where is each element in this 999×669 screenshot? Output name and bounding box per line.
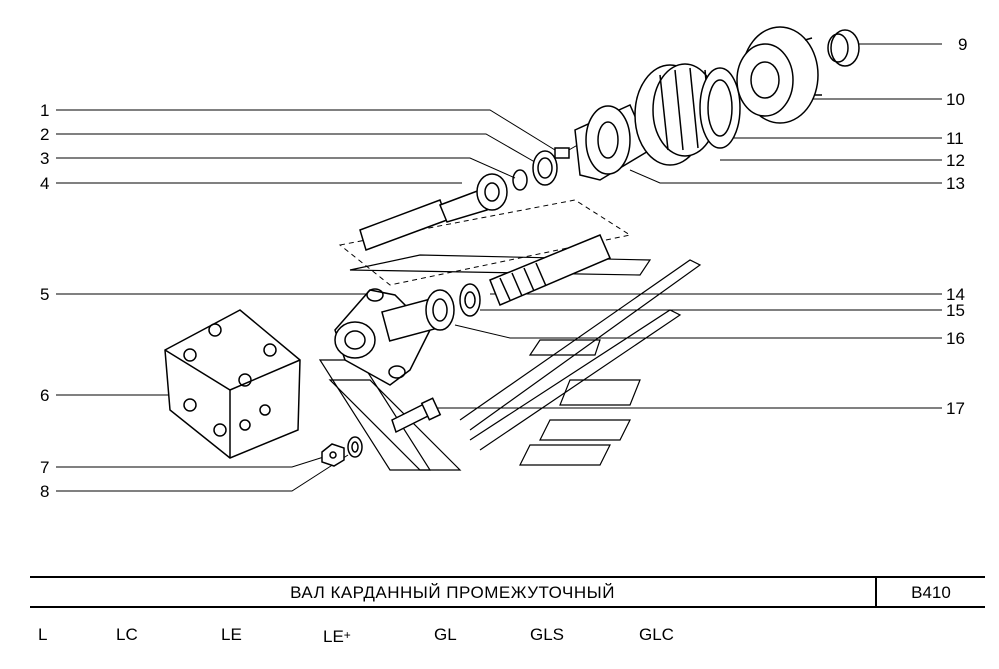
callout-16: 16	[946, 329, 965, 348]
dashed-assembly-outline	[338, 199, 632, 286]
title-divider	[875, 576, 877, 608]
seal-14	[425, 289, 455, 331]
page-code: B410	[911, 583, 951, 602]
title-block: ВАЛ КАРДАННЫЙ ПРОМЕЖУТОЧНЫЙ B410	[30, 576, 985, 608]
nut-7	[321, 443, 345, 467]
leader-line-8	[56, 454, 349, 492]
leader-line-16	[454, 324, 942, 339]
leader-line-3	[56, 157, 516, 179]
callout-9: 9	[958, 35, 968, 54]
leader-line-2	[56, 133, 541, 166]
variant-l: L	[38, 625, 48, 644]
joint-housing-10	[736, 26, 822, 124]
bolt-17	[391, 397, 442, 434]
callout-14: 14	[946, 285, 965, 304]
page-title: ВАЛ КАРДАННЫЙ ПРОМЕЖУТОЧНЫЙ	[290, 583, 615, 602]
leader-line-13	[629, 169, 942, 184]
variant-le-plus: LE+	[323, 625, 351, 647]
leader-line-1	[56, 109, 556, 151]
flexible-coupling-6	[164, 309, 301, 459]
callout-1: 1	[40, 101, 50, 120]
washer-8	[347, 436, 363, 458]
variant-lc: LC	[116, 625, 138, 644]
spline-shaft-16	[489, 234, 611, 306]
exploded-parts-diagram	[56, 26, 942, 492]
variant-glc: GLC	[639, 625, 674, 644]
callout-5: 5	[40, 285, 50, 304]
ring-2	[532, 150, 558, 186]
variant-plus-sign: +	[343, 628, 351, 642]
clamp-ring-11	[699, 67, 741, 149]
callout-15: 15	[946, 301, 965, 320]
callout-6: 6	[40, 386, 50, 405]
boot-13	[574, 104, 651, 181]
leader-line-7	[56, 454, 331, 468]
callout-2: 2	[40, 125, 50, 144]
ring-15	[459, 283, 481, 317]
cap-9	[827, 29, 860, 67]
callout-17: 17	[946, 399, 965, 418]
callout-12: 12	[946, 151, 965, 170]
shaft-4	[359, 173, 508, 251]
variant-gls: GLS	[530, 625, 565, 644]
callout-8: 8	[40, 482, 50, 501]
variant-le: LE	[221, 625, 242, 644]
flange-yoke-5	[334, 288, 439, 386]
variant-le-plus-label: LE	[323, 627, 344, 646]
bearing-cage-12	[634, 63, 718, 166]
circlip-3	[512, 169, 528, 191]
callout-4: 4	[40, 174, 50, 193]
callout-3: 3	[40, 149, 50, 168]
callout-7: 7	[40, 458, 50, 477]
clamp-1	[554, 147, 570, 159]
variant-gl: GL	[434, 625, 457, 644]
callout-13: 13	[946, 174, 965, 193]
callout-10: 10	[946, 90, 965, 109]
callout-11: 11	[946, 129, 964, 148]
